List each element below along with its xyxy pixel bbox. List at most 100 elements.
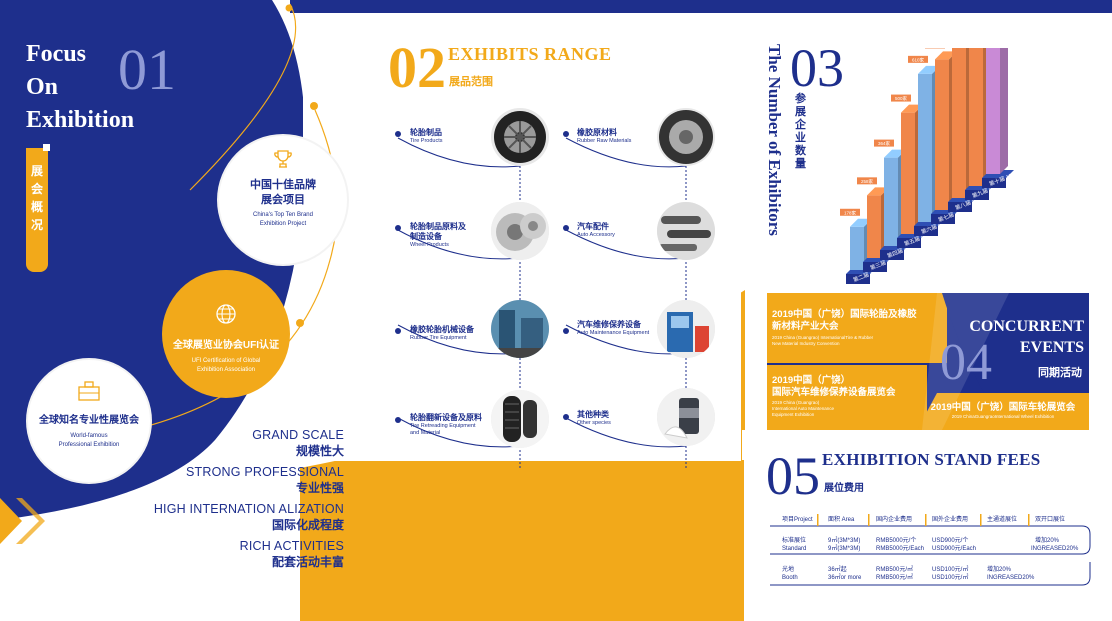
chart-value-tag	[908, 55, 928, 63]
fees-header: 国内企业费用	[876, 517, 913, 523]
chart-step	[931, 214, 955, 224]
circle-subtitle: Professional Exhibition	[58, 442, 120, 448]
feature-cn: 配套活动丰富	[271, 555, 344, 569]
chart-bar-top	[918, 65, 940, 74]
feature-circle: 全球展览业协会UFI认证 UFI Certification of Global…	[162, 270, 290, 398]
fees-table-lines	[770, 514, 1091, 586]
bullet-dot	[563, 225, 569, 231]
panel1-title: Focus On Exhibition	[26, 38, 186, 137]
panel4-title-line: CONCURRENT	[969, 318, 1084, 335]
chart-step	[846, 274, 870, 284]
auto-parts-photo	[657, 202, 715, 260]
chart-bar-top	[884, 149, 906, 158]
panel3-vertical-en: The Number of Exhibitors	[765, 44, 784, 236]
event-en: 2019 China (Guangrao)	[772, 400, 820, 405]
feature-item: STRONG PROFESSIONAL 专业性强	[140, 465, 344, 496]
fees-header: 双开口展位	[1035, 517, 1066, 523]
feature-en: HIGH INTERNATION ALIZATION	[153, 502, 344, 516]
exhibit-item: 其他种类 Other species	[577, 410, 657, 427]
exhibit-item: 汽车维修保养设备 Auto Maintenance Equipment	[577, 320, 663, 337]
panel1-title-line: On	[26, 74, 59, 100]
rubber-material-photo	[657, 108, 715, 166]
table-row: 光地 Booth	[782, 566, 798, 582]
fees-cell: USD900元/个	[932, 538, 969, 544]
features-list: GRAND SCALE 规模性大 STRONG PROFESSIONAL 专业性…	[140, 428, 344, 570]
fees-cell: 9㎡(3M*3M)	[828, 546, 861, 552]
exhibit-en: Auto Maintenance Equipment	[577, 330, 650, 336]
feature-en: STRONG PROFESSIONAL	[186, 465, 344, 479]
event-cn: 2019中国（广饶）国际车轮展览会	[930, 402, 1076, 413]
exhibit-cn: 轮胎翻新设备及原料	[410, 413, 482, 422]
exhibit-cn: 橡胶轮胎机械设备	[410, 325, 474, 334]
chart-value-label: 258家	[861, 178, 874, 184]
fees-cell: 光地	[782, 567, 795, 573]
table-row: 36㎡起 36㎡or more	[828, 566, 861, 582]
table-row: USD100元/㎡ USD100元/㎡	[932, 566, 968, 582]
fees-cell: 增加20%	[987, 567, 1012, 573]
panel4-title: CONCURRENT EVENTS	[944, 316, 1084, 358]
panel1-vertical-label: 展会概况	[30, 164, 43, 232]
panel3-vertical-title: The Number of Exhibitors	[765, 44, 784, 236]
exhibit-cn: 橡胶原材料	[577, 128, 617, 137]
exhibit-item: 橡胶原材料 Rubber Raw Materials	[577, 128, 657, 145]
fees-header: 国外企业费用	[932, 517, 969, 523]
globe-icon	[216, 304, 236, 324]
panel5-number: 05	[766, 446, 820, 506]
table-row: 9㎡(3M*3M) 9㎡(3M*3M)	[828, 537, 860, 553]
feature-en: RICH ACTIVITIES	[239, 539, 344, 553]
feature-cn: 专业性强	[295, 481, 344, 495]
bullet-dot	[395, 417, 401, 423]
fees-cell: RMB500元/㎡	[876, 567, 914, 573]
chart-bar-top	[901, 104, 923, 113]
event-item: 2019中国（广饶） 国际汽车维修保养设备展览会 2019 China (Gua…	[772, 375, 942, 418]
chart-value-label: 178家	[844, 209, 857, 215]
panel2-number: 02	[388, 35, 446, 100]
fees-cell: RMB5000元/Each	[876, 546, 925, 552]
event-item: 2019中国（广饶）国际轮胎及橡胶 新材料产业大会 2019 China (Gu…	[772, 309, 947, 347]
chart-bar	[969, 48, 983, 186]
maintenance-equipment-photo	[657, 300, 715, 358]
fees-cell: 增加20%	[1035, 538, 1060, 544]
chart-bar	[952, 48, 966, 198]
chart-step	[948, 202, 972, 212]
event-item: 2019中国（广饶）国际车轮展览会 2019 ChinaGuangraoInte…	[918, 402, 1088, 420]
exhibit-item: 汽车配件 Auto Accessory	[577, 222, 657, 239]
chart-value-label: 364家	[878, 140, 891, 146]
event-cn: 2019中国（广饶）国际轮胎及橡胶	[772, 309, 917, 320]
circle-subtitle: Exhibition Association	[196, 367, 256, 373]
table-row: 标准展位 Standard	[782, 537, 806, 553]
table-row: RMB500元/㎡ RMB500元/㎡	[876, 566, 913, 582]
exhibit-item: 轮胎制品 Tire Products	[410, 128, 490, 145]
exhibit-item: 轮胎制品原料及 制造设备 Wheel Products	[410, 222, 490, 249]
circle-subtitle: Exhibition Project	[259, 221, 307, 227]
fees-cell: Standard	[782, 546, 807, 552]
table-row: 增加20% INGREASED20%	[1031, 537, 1078, 553]
feature-item: GRAND SCALE 规模性大	[140, 428, 344, 459]
panel3-number: 03	[790, 38, 844, 98]
chart-step	[880, 250, 904, 260]
other-species-photo	[657, 388, 715, 446]
circle-subtitle: UFI Certification of Global	[191, 358, 261, 364]
panel1-title-line: Focus	[26, 41, 86, 67]
event-cn: 新材料产业大会	[772, 321, 839, 332]
chart-bar	[901, 112, 915, 234]
bullet-dot	[395, 225, 401, 231]
feature-item: HIGH INTERNATION ALIZATION 国际化成程度	[140, 502, 344, 533]
exhibit-cn: 制造设备	[410, 232, 442, 241]
table-row: 增加20% INGREASED20%	[987, 566, 1034, 582]
exhibit-en: Rubber Raw Materials	[577, 138, 632, 144]
panel4-number: 04	[940, 334, 992, 391]
table-row: USD900元/个 USD900元/Each	[932, 537, 976, 553]
panel4-subtitle: 同期活动	[1038, 367, 1082, 379]
chart-bar	[986, 48, 1000, 174]
chart-step	[863, 262, 887, 272]
fees-header: 主通道展位	[987, 517, 1018, 523]
feature-en: GRAND SCALE	[252, 428, 344, 442]
exhibit-item: 橡胶轮胎机械设备 Rubber Tire Equipment	[410, 325, 490, 342]
box-icon	[78, 381, 100, 401]
machine-photo	[491, 300, 549, 358]
event-en: 2019 ChinaGuangraoInternational Wheel Ex…	[951, 414, 1055, 419]
fees-cell: 标准展位	[782, 538, 807, 544]
chart-bar-side	[1000, 48, 1008, 174]
